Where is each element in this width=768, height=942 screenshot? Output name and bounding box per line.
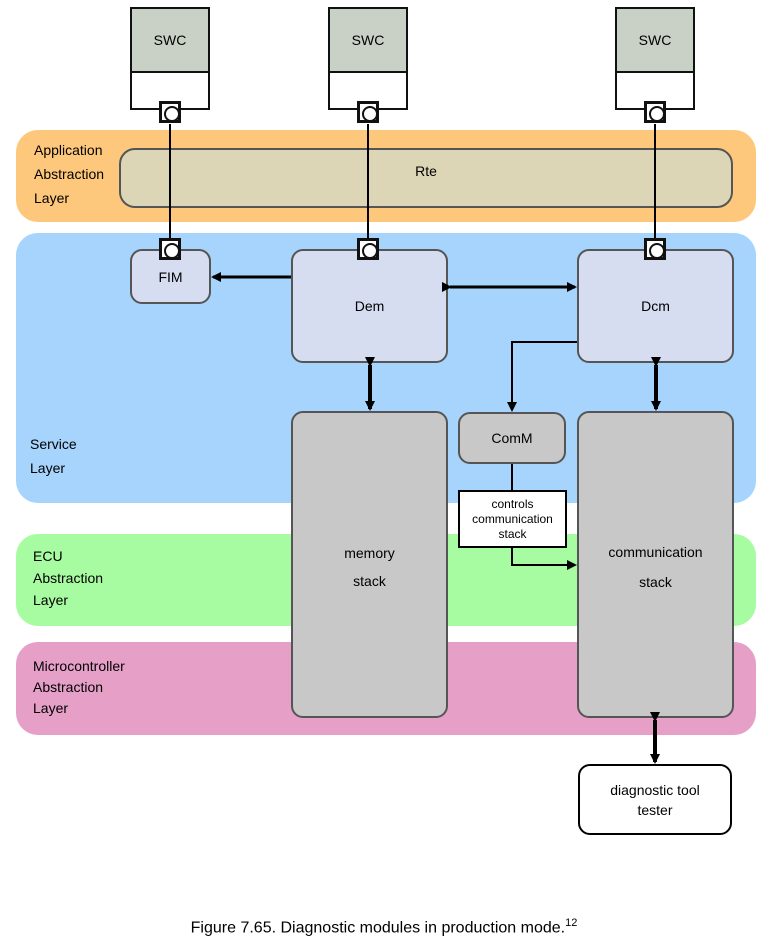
dcm-comm-arrow xyxy=(507,341,577,412)
fim-port-icon xyxy=(159,238,181,260)
comm-label: ComM xyxy=(491,430,533,446)
controls-note-line-3: stack xyxy=(498,526,527,541)
swc3-port-icon xyxy=(644,101,666,123)
swc1-port-icon xyxy=(159,101,181,123)
memory-stack-label-2: stack xyxy=(353,573,386,589)
caption-text: Figure 7.65. Diagnostic modules in produ… xyxy=(190,919,566,937)
rte-label: Rte xyxy=(415,163,437,179)
dem-port-icon xyxy=(357,238,379,260)
communication-stack-label-1: communication xyxy=(608,544,703,560)
controls-communication-note: controls communication stack xyxy=(458,490,567,548)
rte-module: Rte xyxy=(119,148,733,208)
dcm-label: Dcm xyxy=(641,298,670,314)
memory-stack-label-1: memory xyxy=(344,545,395,561)
controls-note-line-2: communication xyxy=(472,511,553,526)
tester-label-2: tester xyxy=(637,801,673,818)
fim-label: FIM xyxy=(158,268,183,285)
dcm-module: Dcm xyxy=(577,249,734,363)
controls-note-line-1: controls xyxy=(491,496,534,511)
communication-stack-module: communication stack xyxy=(577,411,734,718)
swc-label-1: SWC xyxy=(153,32,187,48)
memory-stack-module: memory stack xyxy=(291,411,448,718)
caption-footnote: 12 xyxy=(565,917,578,929)
figure-caption: Figure 7.65. Diagnostic modules in produ… xyxy=(0,917,768,937)
comm-module: ComM xyxy=(458,412,566,464)
diagnostic-tool-tester: diagnostic tool tester xyxy=(578,764,732,835)
tester-label-1: diagnostic tool xyxy=(610,781,700,798)
swc-component-1: SWC xyxy=(130,7,210,110)
dem-module: Dem xyxy=(291,249,448,363)
dem-label: Dem xyxy=(354,298,385,314)
dcm-port-icon xyxy=(644,238,666,260)
swc-component-3: SWC xyxy=(615,7,695,110)
swc-label-3: SWC xyxy=(638,32,672,48)
swc-label-2: SWC xyxy=(351,32,385,48)
communication-stack-label-2: stack xyxy=(639,574,672,590)
swc2-port-icon xyxy=(357,101,379,123)
